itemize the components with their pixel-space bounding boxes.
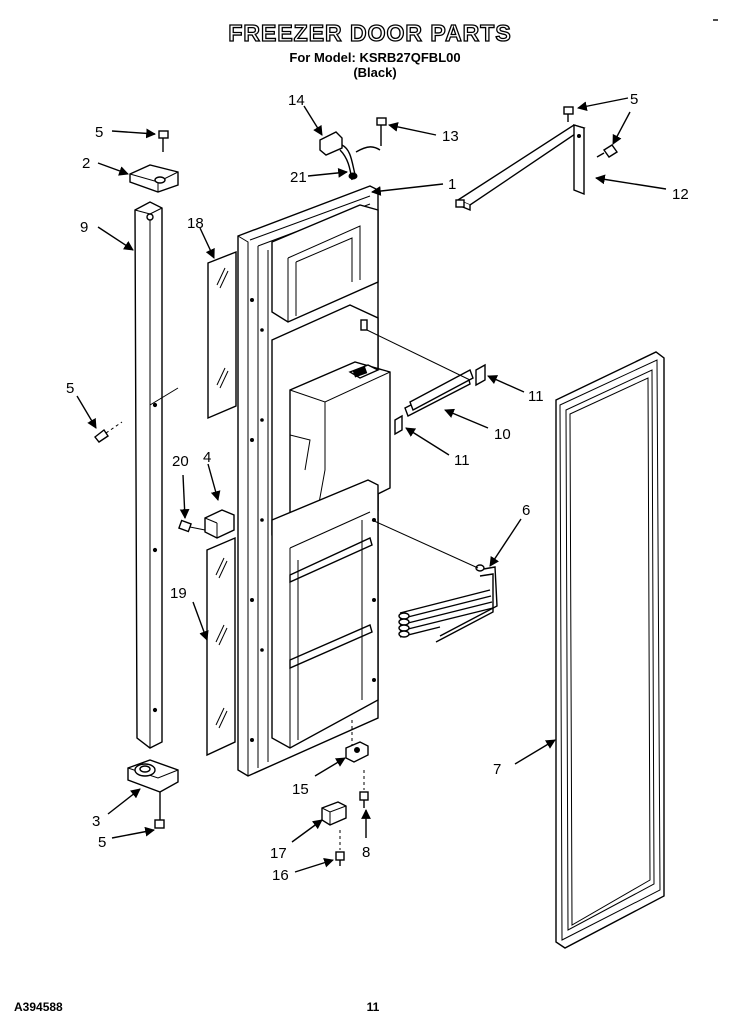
callout-5: 5 (630, 91, 638, 108)
callout-12: 12 (672, 186, 689, 203)
screws-top-right (563, 106, 619, 158)
callout-1: 1 (448, 176, 456, 193)
callout-5: 5 (95, 124, 103, 141)
screw-left (94, 387, 179, 443)
callout-17: 17 (270, 845, 287, 862)
callout-10: 10 (494, 426, 511, 443)
callout-19: 19 (170, 585, 187, 602)
bottom-hinge (127, 759, 179, 829)
callout-3: 3 (92, 813, 100, 830)
callout-8: 8 (362, 844, 370, 861)
door-stop (321, 801, 347, 826)
slide-clip-upper (475, 363, 486, 387)
callout-5: 5 (98, 834, 106, 851)
wire-harness (319, 131, 381, 181)
callout-16: 16 (272, 867, 289, 884)
door-gasket (555, 351, 665, 949)
door-top-trim (455, 124, 586, 212)
callout-2: 2 (82, 155, 90, 172)
callout-9: 9 (80, 219, 88, 236)
upper-side-panel (207, 250, 237, 420)
screw-top-left (158, 130, 169, 152)
slide-clip-lower (394, 414, 403, 436)
lower-side-panel (206, 536, 236, 757)
callout-14: 14 (288, 92, 305, 109)
leader-lines (76, 97, 667, 873)
dispenser-slide (366, 329, 474, 417)
callout-5: 5 (66, 380, 74, 397)
callout-18: 18 (187, 215, 204, 232)
door-clip (204, 509, 235, 539)
callout-15: 15 (292, 781, 309, 798)
bottom-bracket-screw (359, 770, 369, 808)
diagram-code: A394588 (14, 1000, 63, 1014)
door-stop-screw (335, 830, 345, 866)
callout-4: 4 (203, 449, 211, 466)
clip-screw (178, 519, 206, 533)
callout-11: 11 (454, 452, 470, 469)
page-title: FREEZER DOOR PARTS (228, 19, 512, 46)
callout-13: 13 (442, 128, 459, 145)
callout-21: 21 (290, 169, 307, 186)
top-hinge (129, 164, 179, 193)
callout-labels: 5 2 9 5 3 5 18 19 20 4 14 21 1 13 5 12 1… (66, 91, 689, 884)
callout-20: 20 (172, 453, 189, 470)
callout-11: 11 (528, 388, 544, 405)
callout-6: 6 (522, 502, 530, 519)
heater-wire (371, 519, 498, 643)
bottom-bracket (345, 720, 369, 763)
callout-7: 7 (493, 761, 501, 778)
page-number: 11 (366, 1000, 380, 1014)
color-line: (Black) (353, 65, 397, 80)
model-line: For Model: KSRB27QFBL00 (289, 50, 461, 65)
harness-screw (376, 117, 387, 146)
freezer-door-assembly (237, 185, 391, 777)
door-trim-strip (134, 201, 163, 749)
